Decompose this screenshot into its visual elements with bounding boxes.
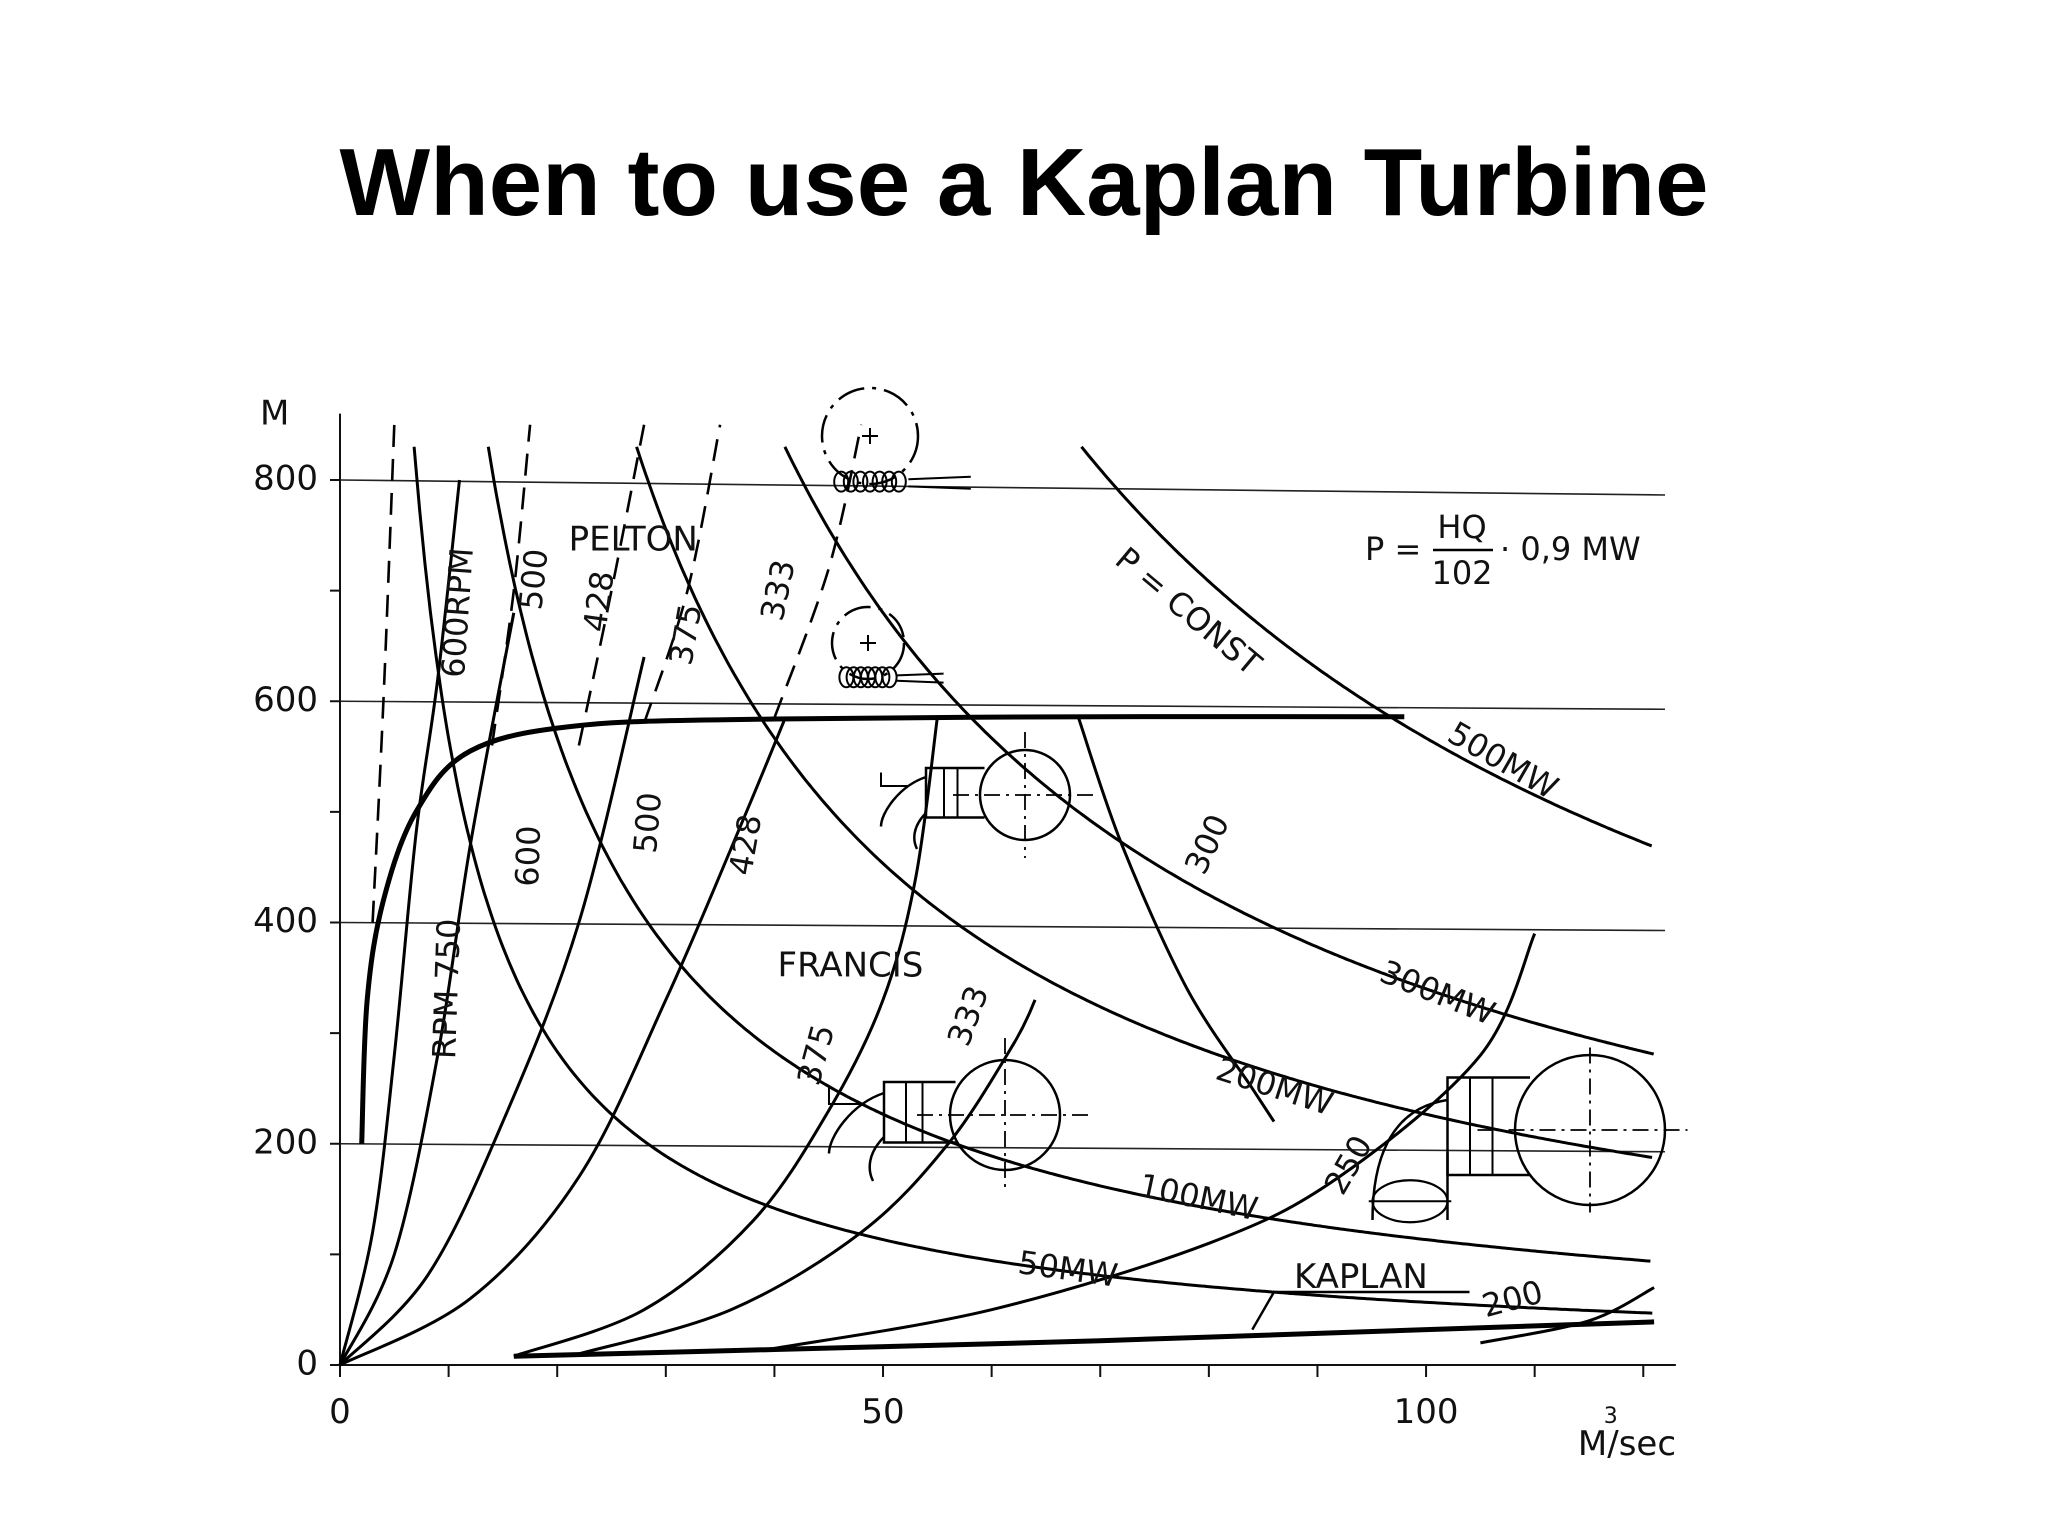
region-label-pelton: PELTON <box>569 519 698 559</box>
formula-rhs: · 0,9 MW <box>1500 530 1641 568</box>
francis-speed-label: 428 <box>721 811 769 878</box>
power-label-300: 300MW <box>1375 952 1501 1032</box>
turbine-icons <box>820 386 1688 1224</box>
pelton-speed-label: 600RPM <box>434 546 481 679</box>
pelton-turbine-icon-large <box>820 386 971 493</box>
gridline-y-800 <box>339 479 1666 496</box>
gridline-y-600 <box>339 700 1666 711</box>
boundary-kaplan <box>513 1319 1655 1359</box>
x-tick-label: 0 <box>329 1392 351 1432</box>
pelton-speed-line <box>642 424 722 724</box>
power-curve-50 <box>412 446 1653 1315</box>
kaplan-speed-line <box>774 932 1537 1350</box>
y-tick-label: 600 <box>253 680 318 720</box>
francis-speed-label: 375 <box>790 1020 843 1089</box>
francis-speed-line <box>578 999 1037 1356</box>
francis-speed-label: RPM 750 <box>425 918 468 1060</box>
grid-lines <box>339 479 1666 1153</box>
pelton-speed-label: 333 <box>753 556 803 624</box>
power-curve-100 <box>486 446 1651 1263</box>
pelton-speed-line <box>773 424 863 719</box>
pelton-turbine-icon-small <box>830 605 944 689</box>
francis-speed-line <box>338 656 646 1367</box>
curves <box>338 424 1655 1367</box>
pelton-speed-line <box>577 424 646 746</box>
power-curve-300 <box>783 446 1655 1056</box>
francis-speed-label: 300 <box>1177 809 1237 880</box>
pelton-speed-line <box>371 424 396 923</box>
formula-numerator: HQ <box>1437 508 1486 546</box>
kaplan-turbine-icon <box>1368 1047 1688 1224</box>
francis-speed-line <box>1077 717 1276 1123</box>
francis-speed-label: 333 <box>940 981 997 1051</box>
power-curve-200 <box>635 446 1653 1159</box>
francis-turbine-icon-lower <box>827 1038 1093 1192</box>
francis-turbine-icon-upper <box>879 732 1097 858</box>
francis-speed-label: 600 <box>508 825 548 887</box>
gridline-y-200 <box>339 1142 1666 1153</box>
y-tick-label: 0 <box>296 1344 318 1384</box>
y-tick-label: 400 <box>253 901 318 941</box>
slide-title: When to use a Kaplan Turbine <box>339 129 1709 236</box>
gridline-y-400 <box>339 921 1666 932</box>
pelton-speed-label: 375 <box>662 601 710 668</box>
region-label-kaplan: KAPLAN <box>1294 1257 1428 1297</box>
y-tick-label: 800 <box>253 459 318 499</box>
x-axis-label-superscript: 3 <box>1604 1404 1618 1429</box>
francis-speed-line <box>338 479 461 1366</box>
x-tick-label: 100 <box>1394 1392 1459 1432</box>
kaplan-pointer <box>1251 1290 1470 1331</box>
francis-speed-line <box>338 612 516 1366</box>
formula-lhs: P = <box>1365 530 1421 568</box>
kaplan-speed-line <box>1480 1286 1655 1345</box>
pelton-speed-label: 428 <box>576 569 622 635</box>
power-curve-500 <box>1080 445 1653 848</box>
boundary-pelton-francis <box>359 714 1405 1144</box>
x-tick-label: 50 <box>861 1392 904 1432</box>
region-label-francis: FRANCIS <box>778 945 924 985</box>
x-axis-label: M/sec <box>1578 1424 1676 1464</box>
kaplan-speed-label: 200 <box>1478 1273 1547 1326</box>
kaplan-speed-label: 250 <box>1317 1129 1380 1201</box>
francis-speed-label: 500 <box>626 791 669 855</box>
formula-denominator: 102 <box>1431 554 1492 592</box>
y-axis-label: M <box>260 394 289 434</box>
power-label-50: 50MW <box>1016 1243 1120 1295</box>
power-label-500: 500MW <box>1441 714 1564 807</box>
francis-speed-line <box>513 717 939 1358</box>
y-tick-label: 200 <box>253 1122 318 1162</box>
pelton-speed-label: 500 <box>511 547 555 612</box>
power-label-100: 100MW <box>1136 1166 1262 1228</box>
pelton-speed-line <box>490 424 532 746</box>
francis-speed-line <box>339 717 787 1367</box>
power-label-200: 200MW <box>1212 1050 1338 1123</box>
